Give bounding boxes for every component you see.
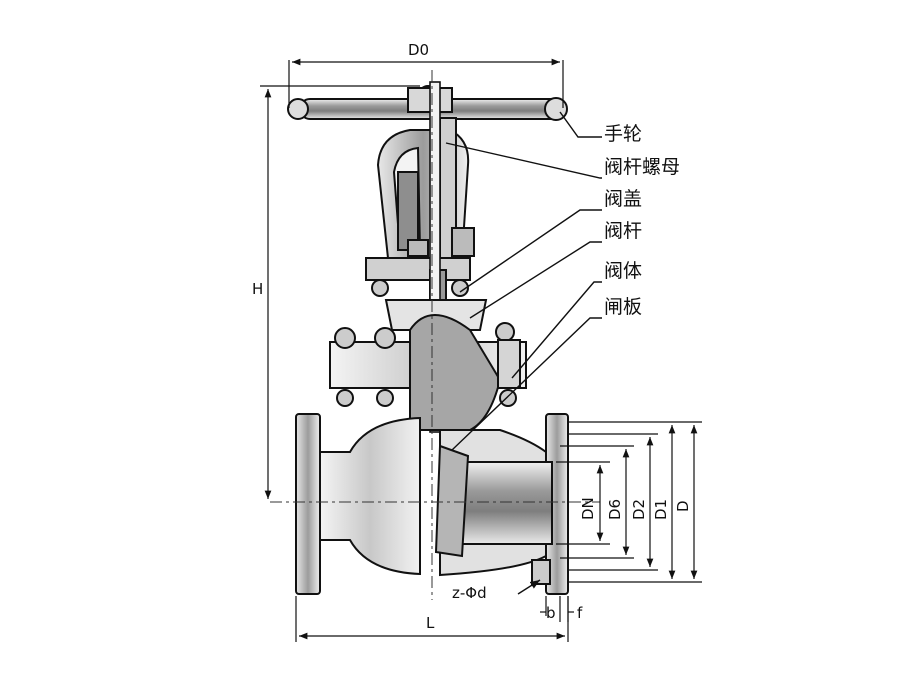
valve-stem <box>429 81 441 433</box>
dim-label-holes: z-Φd <box>452 584 487 602</box>
centerlines <box>270 70 600 600</box>
dim-label-d2: D2 <box>630 499 648 520</box>
gate-disc <box>434 444 470 558</box>
dim-label-f: f <box>577 604 583 622</box>
label-handwheel: 手轮 <box>604 123 642 145</box>
dim-label-d: D <box>674 500 692 512</box>
dimension-lines <box>260 58 702 642</box>
dim-label-d0: D0 <box>408 41 429 59</box>
dim-label-dn: DN <box>579 497 597 520</box>
label-stem: 阀杆 <box>604 220 642 242</box>
dim-label-b: b <box>546 604 556 622</box>
yoke <box>365 117 475 301</box>
label-stem-nut: 阀杆螺母 <box>604 156 680 178</box>
label-gate: 闸板 <box>604 296 642 318</box>
label-bonnet: 阀盖 <box>604 188 642 210</box>
dim-label-d6: D6 <box>606 499 624 520</box>
dim-label-h: H <box>252 280 263 298</box>
label-body: 阀体 <box>604 260 642 282</box>
dim-label-l: L <box>426 614 435 632</box>
handwheel <box>287 85 568 121</box>
valve-body <box>295 413 569 595</box>
leader-lines <box>445 111 602 595</box>
dim-label-d1: D1 <box>652 499 670 520</box>
bonnet <box>329 299 527 431</box>
